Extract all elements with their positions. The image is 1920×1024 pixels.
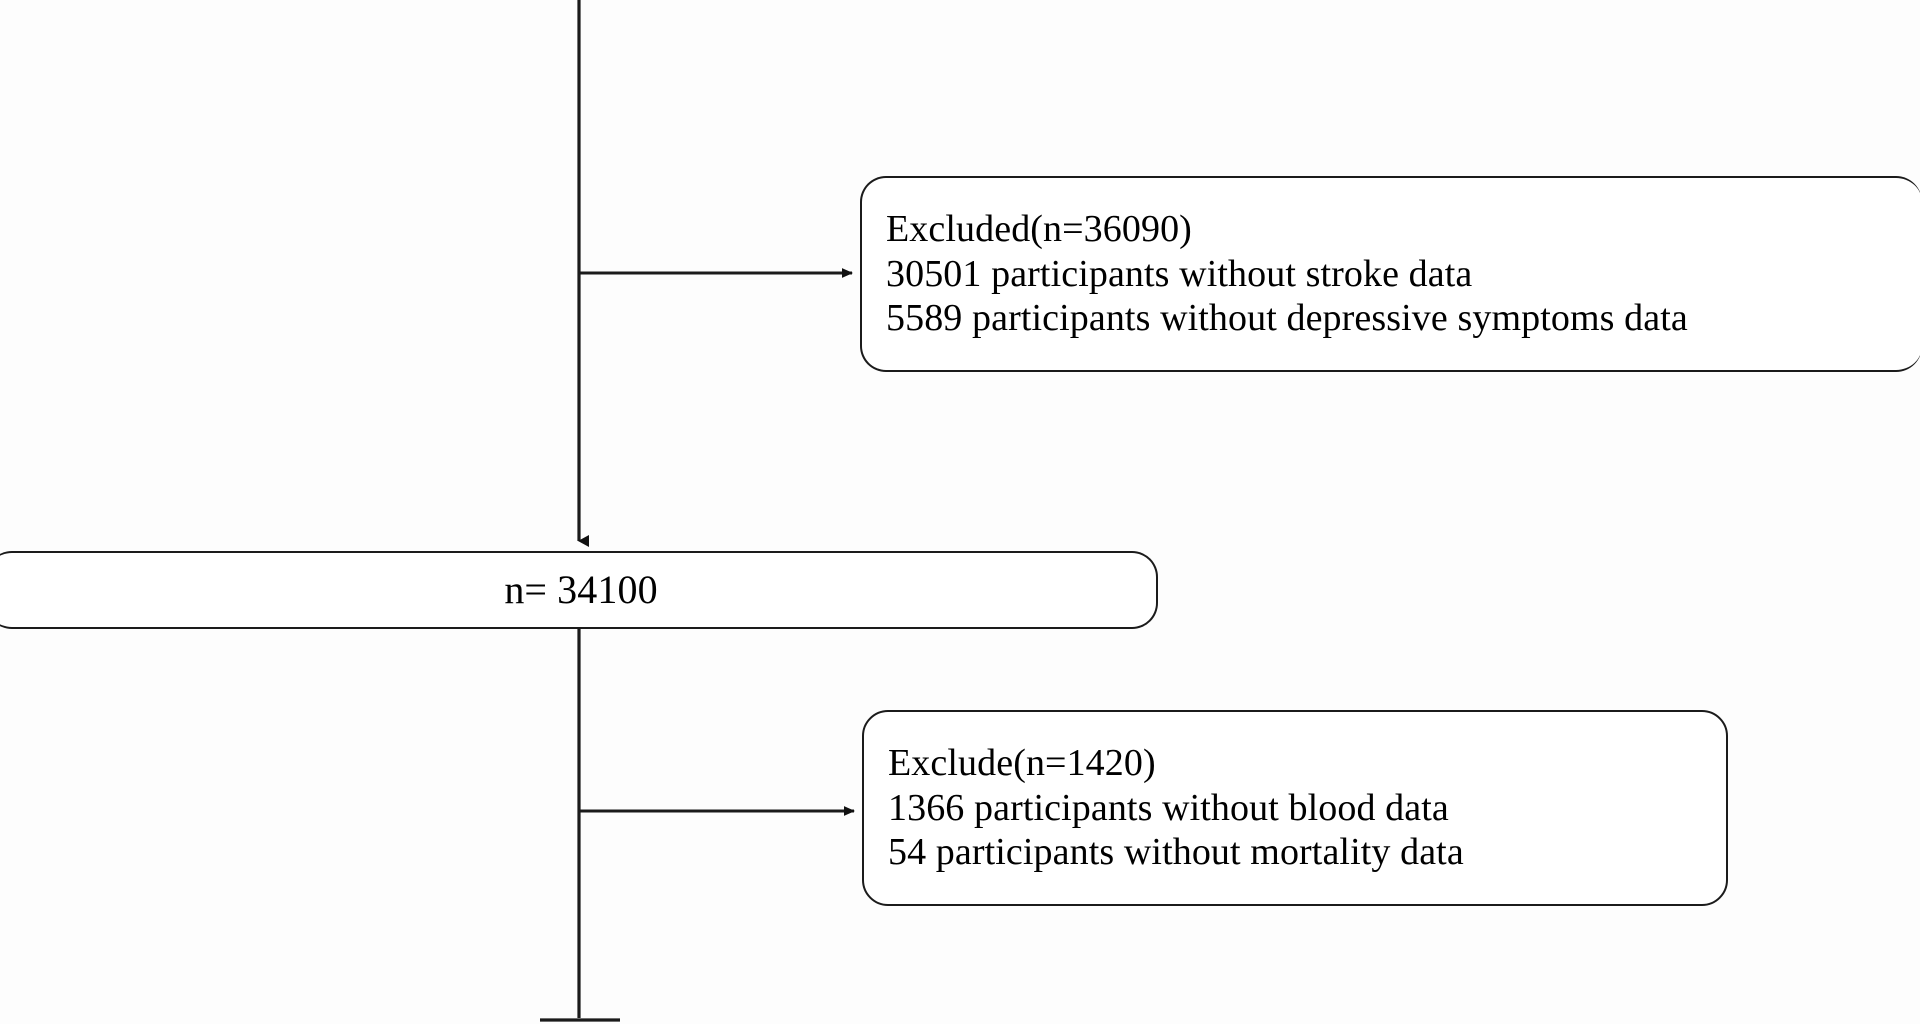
excluded-box-bottom-line-3: 54 participants without mortality data [888,831,1464,874]
excluded-box-top-line-3: 5589 participants without depressive sym… [886,297,1688,340]
cohort-box-label: n= 34100 [504,567,658,613]
excluded-box-bottom: Exclude(n=1420) 1366 participants withou… [862,710,1728,906]
cohort-box: n= 34100 [0,551,1158,629]
excluded-box-bottom-line-1: Exclude(n=1420) [888,741,1156,784]
excluded-box-top: Excluded(n=36090) 30501 participants wit… [860,176,1920,372]
excluded-box-bottom-line-2: 1366 participants without blood data [888,786,1449,829]
excluded-box-top-line-1: Excluded(n=36090) [886,207,1192,250]
excluded-box-top-line-2: 30501 participants without stroke data [886,252,1473,295]
